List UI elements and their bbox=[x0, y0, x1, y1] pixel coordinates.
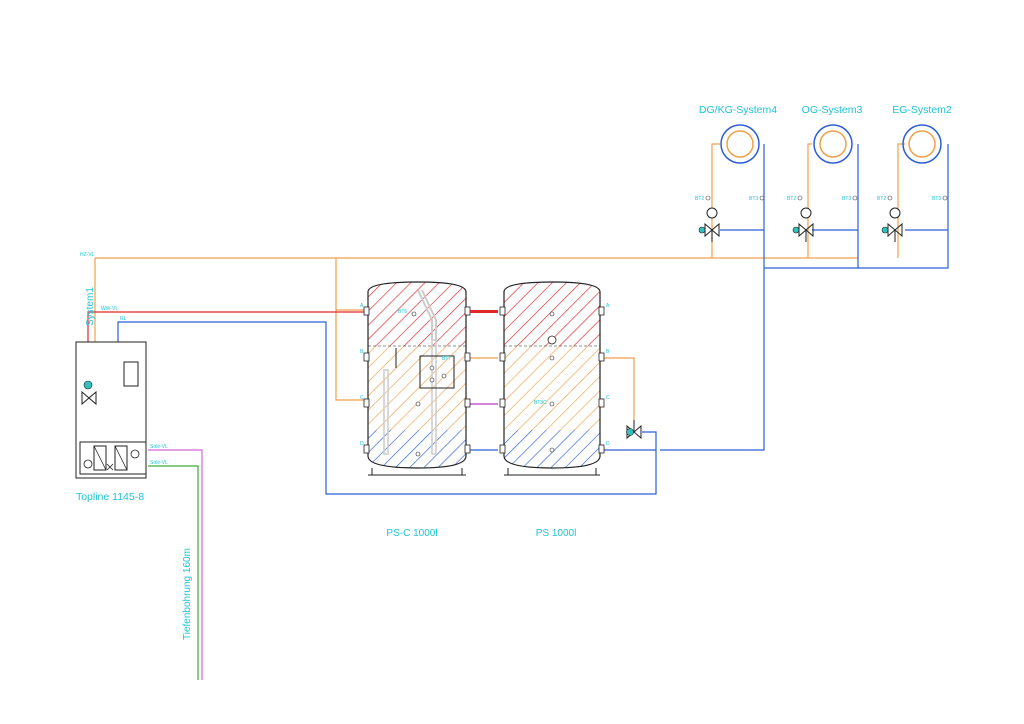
heat-pump-module bbox=[79, 441, 147, 475]
brine-supply-label: Sole-VL bbox=[150, 444, 168, 450]
circuit-2[interactable]: OG-System3 BT2 BT3 bbox=[787, 104, 862, 242]
radiator-3-inner bbox=[908, 130, 936, 158]
circuit-3[interactable]: EG-System2 BT2 BT3 bbox=[877, 104, 952, 242]
return-label: RL bbox=[120, 316, 127, 322]
radiator-2-outer bbox=[813, 124, 853, 164]
return-pump-icon bbox=[626, 428, 634, 436]
tank-1-sensor2: BT7 bbox=[442, 356, 451, 362]
heat-pump-name: Topline 1145-8 bbox=[76, 491, 144, 503]
tank-link-top bbox=[470, 310, 498, 313]
tank-1-port-b: B bbox=[360, 349, 364, 355]
tank-1-port-d: D bbox=[360, 441, 364, 447]
heat-pump[interactable]: Topline 1145-8 bbox=[75, 341, 147, 503]
radiator-2-inner bbox=[819, 130, 847, 158]
heating-flow-pipes bbox=[94, 143, 905, 420]
brine-return-label: Sole-VL bbox=[150, 460, 168, 466]
circuit-2-title: OG-System3 bbox=[802, 104, 863, 116]
system1-valve-icon bbox=[81, 390, 97, 406]
mixing-valve-1-icon bbox=[704, 222, 720, 242]
compressor-icon bbox=[83, 459, 93, 469]
mixing-valve-2-icon bbox=[798, 222, 814, 242]
tank-2-port-a: A bbox=[606, 303, 610, 309]
radiator-1-outer bbox=[720, 124, 760, 164]
tank-2-port-c: C bbox=[606, 395, 610, 401]
circuit-2-sensor-left: BT2 bbox=[787, 196, 796, 202]
pump-1-icon bbox=[706, 207, 718, 219]
circuit-3-sensor-right: BT3 bbox=[932, 196, 941, 202]
tank-2-sensor: BT3C bbox=[534, 400, 547, 406]
heating-flow-label: HZ-VL bbox=[80, 252, 95, 258]
tank-1-sensor: BT6 bbox=[398, 309, 407, 315]
circuit-2-sensor-right: BT3 bbox=[842, 196, 851, 202]
heat-pump-display bbox=[123, 361, 139, 387]
tank-1-port-a: A bbox=[360, 303, 364, 309]
tank-2-port-b: B bbox=[606, 349, 610, 355]
tank-1-outline bbox=[367, 281, 467, 469]
tank-1-heat-exchanger bbox=[419, 355, 455, 389]
circuit-3-sensor-left: BT2 bbox=[877, 196, 886, 202]
system1-pump-icon bbox=[83, 380, 93, 390]
brine-pump-icon bbox=[130, 449, 140, 459]
circuit-1-title: DG/KG-System4 bbox=[699, 104, 777, 116]
return-mixing-valve[interactable] bbox=[626, 420, 642, 440]
hot-water-flow-label: WW-VL bbox=[101, 306, 118, 312]
circuit-1-sensor-right: BT3 bbox=[749, 196, 758, 202]
tank-ps-c[interactable]: BT6 BT7 A B C D PS-C 1000l bbox=[360, 281, 471, 539]
brine-pipes bbox=[148, 449, 203, 680]
pump-3-icon bbox=[889, 207, 901, 219]
tank-2-port-d: D bbox=[606, 441, 610, 447]
tank-1-top-zone bbox=[368, 282, 466, 346]
radiator-3-outer bbox=[902, 124, 942, 164]
tank-ps[interactable]: BT3C A B C D PS 1000l bbox=[499, 281, 610, 539]
circuit-1[interactable]: DG/KG-System4 BT2 BT3 bbox=[695, 104, 777, 242]
mixing-valve-3-icon bbox=[887, 222, 903, 242]
tank-2-outline bbox=[503, 281, 601, 469]
circuit-1-sensor-left: BT2 bbox=[695, 196, 704, 202]
borehole-label: Tiefenbohrung 160m bbox=[182, 548, 193, 640]
radiator-1-inner bbox=[726, 130, 754, 158]
pump-2-icon bbox=[800, 207, 812, 219]
circuit-3-title: EG-System2 bbox=[892, 104, 952, 116]
tank-1-name: PS-C 1000l bbox=[386, 528, 437, 539]
tank-1-bottom-zone bbox=[368, 430, 466, 468]
tank-2-name: PS 1000l bbox=[536, 528, 577, 539]
tank-1-port-c: C bbox=[360, 395, 364, 401]
system1-label: System1 bbox=[85, 287, 96, 326]
